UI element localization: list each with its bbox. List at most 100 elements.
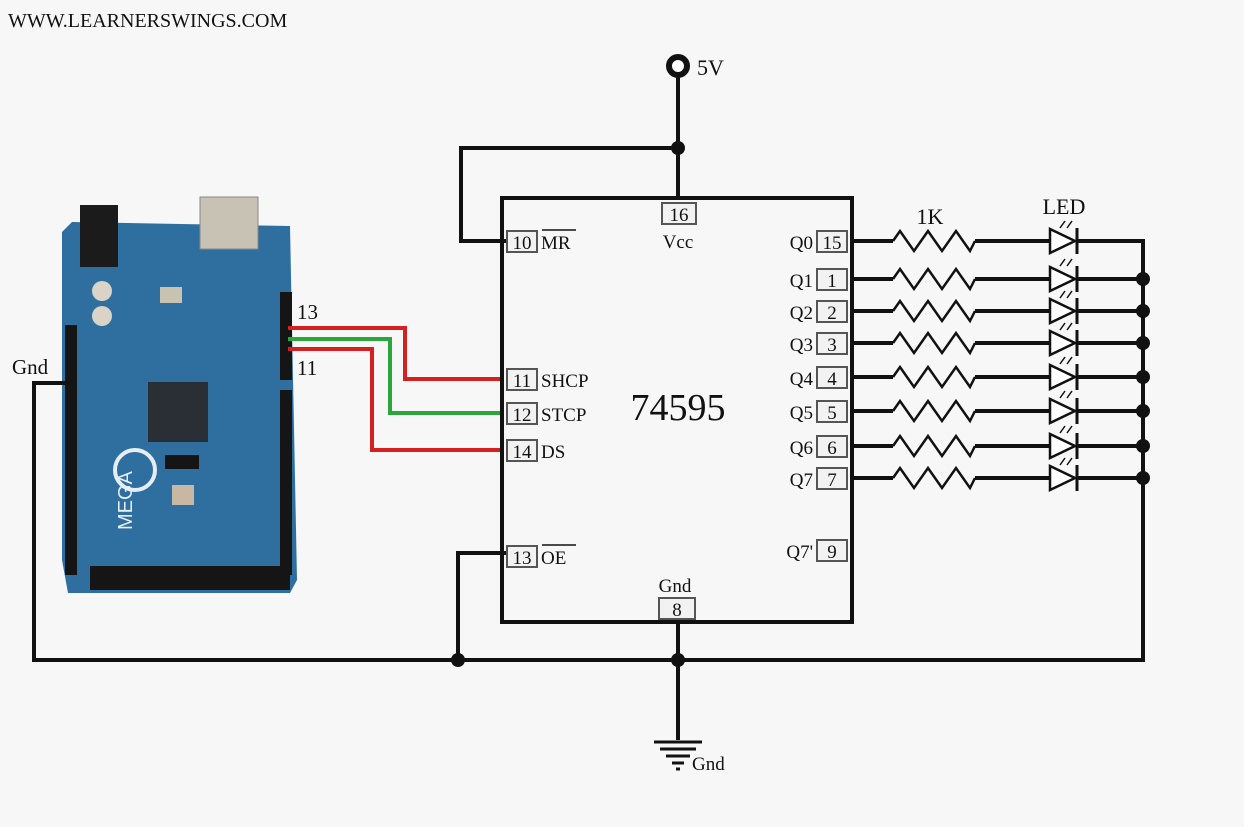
pin-label: Q7' [786,542,813,563]
pin-number: 2 [827,303,837,324]
pin-number: 16 [670,205,689,226]
pin-number: 11 [513,371,531,392]
ground-label: Gnd [692,754,725,775]
resistor [891,266,977,292]
pin-number: 1 [827,271,837,292]
resistor [891,330,977,356]
led [1048,356,1079,391]
junction-dot [1136,370,1150,384]
pin-number: 6 [827,438,837,459]
power-jack [80,205,118,267]
pin-label: Q6 [790,438,813,459]
resistor [891,228,977,254]
pin-label: Vcc [663,232,694,253]
led [1048,220,1079,255]
pin-box [816,332,848,355]
wire-ds [288,347,502,452]
pin-box [661,202,697,225]
ground-symbol [654,740,702,771]
pin-box [506,439,538,462]
pin-box [506,368,538,391]
pin-label: Q4 [790,369,814,390]
pin-number: 4 [827,369,837,390]
pin-label: Q1 [790,271,813,292]
pin-label: Q0 [790,233,813,254]
junction-dot [1136,439,1150,453]
junction-dot [1136,404,1150,418]
ic-name: 74595 [631,387,726,429]
pin-number: 5 [827,403,837,424]
led [1048,390,1079,425]
pin-label: DS [541,442,565,463]
pin-label: Q2 [790,303,813,324]
output-channel [852,290,1150,325]
output-channel [852,220,1079,255]
led [1048,457,1079,492]
digital-header-top [280,292,292,380]
pin-number: 13 [513,548,532,569]
pin-box [506,545,538,568]
led [1048,258,1079,293]
pin-box [816,435,848,458]
pin-label: MR [541,233,571,254]
microcontroller-chip [148,382,208,442]
pin-label: SHCP [541,371,589,392]
output-channel [852,390,1150,425]
wire-shcp [288,326,502,381]
junction-dot [1136,272,1150,286]
arduino-gnd-label: Gnd [12,355,49,379]
pin-number: 14 [513,442,533,463]
led [1048,290,1079,325]
bottom-header [90,566,290,590]
led [1048,322,1079,357]
arduino-pin-11-label: 11 [297,356,317,380]
pin-box [816,400,848,423]
resistor [891,298,977,324]
output-channel [852,425,1150,460]
pin-box [816,230,848,253]
pin-label: OE [541,548,566,569]
resistor [891,465,977,491]
pin-box [506,230,538,253]
junction-dot [1136,336,1150,350]
output-channel [852,322,1150,357]
pin-label: Q7 [790,470,813,491]
pin-box [816,300,848,323]
led-label: LED [1043,194,1086,219]
resistor [891,364,977,390]
pin-number: 10 [513,233,532,254]
supply-terminal [666,54,690,78]
pin-number: 8 [672,600,682,621]
pin-box [506,402,538,425]
pin-number: 9 [827,542,837,563]
output-channel [852,457,1150,492]
junction-dot [451,653,465,667]
junction-dot [671,141,685,155]
led [1048,425,1079,460]
usb-connector [199,196,259,250]
resistor [891,433,977,459]
pin-box [816,268,848,291]
pin-box [816,539,848,562]
supply-label: 5V [697,55,724,80]
oe-wire [456,551,507,660]
pin-label: Gnd [659,576,692,597]
wire-stcp [288,337,502,415]
mr-wire [459,146,678,243]
resistor-label: 1K [917,204,944,229]
output-channel [852,258,1150,293]
arduino-mega-board: MEGA [62,196,297,593]
pin-box [658,597,696,620]
pin-label: STCP [541,405,586,426]
pin-number: 7 [827,470,837,491]
junction-dot [671,653,685,667]
pin-box [816,366,848,389]
junction-dot [1136,471,1150,485]
ground-bus [32,239,1145,662]
pin-label: Q5 [790,403,813,424]
board-text: MEGA [115,470,137,530]
junction-dot [1136,304,1150,318]
resistor [891,398,977,424]
watermark: WWW.LEARNERSWINGS.COM [8,10,287,32]
